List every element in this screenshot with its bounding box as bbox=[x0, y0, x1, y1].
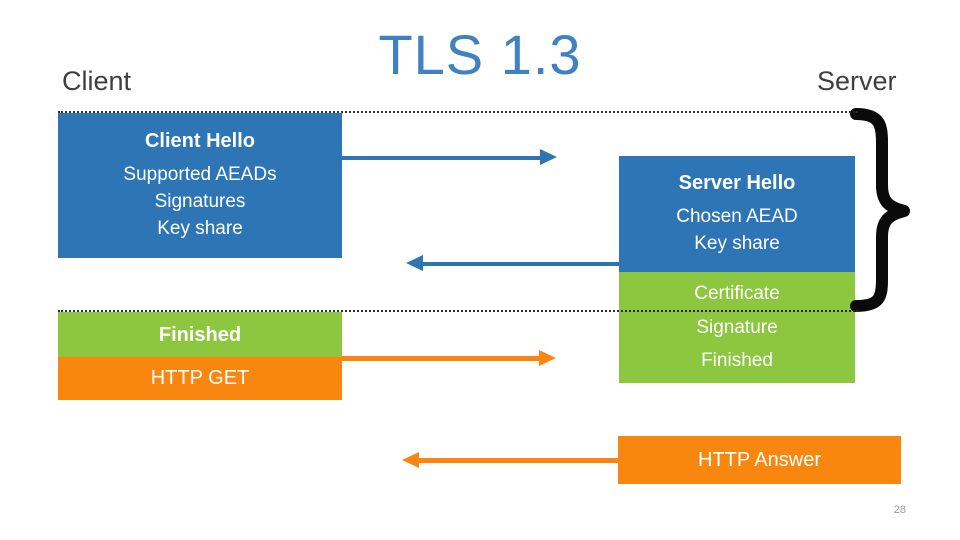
http-get-label: HTTP GET bbox=[150, 367, 250, 389]
http-answer-label: HTTP Answer bbox=[698, 448, 821, 471]
server-label: Server bbox=[817, 66, 897, 96]
http-answer-arrow-left-icon bbox=[402, 452, 618, 469]
http-answer-box: HTTP Answer bbox=[618, 436, 901, 484]
server-reply-arrow-left-icon bbox=[406, 255, 620, 272]
client-finished-box: Finished bbox=[58, 312, 342, 357]
client-hello-box: Client Hello Supported AEADs Signatures … bbox=[58, 113, 342, 258]
arrow-shaft bbox=[421, 261, 620, 266]
dotted-divider-top bbox=[58, 111, 858, 113]
http-get-arrow-right-icon bbox=[342, 350, 556, 367]
server-encrypted-box: Certificate Signature Finished bbox=[619, 272, 855, 383]
server-encrypted-line: Finished bbox=[701, 350, 773, 371]
arrow-head bbox=[540, 149, 557, 165]
server-encrypted-line: Signature bbox=[696, 316, 778, 338]
arrow-shaft bbox=[342, 356, 541, 361]
page-title: TLS 1.3 bbox=[378, 23, 582, 86]
server-hello-line: Key share bbox=[694, 233, 780, 254]
client-hello-line: Supported AEADs bbox=[123, 164, 277, 185]
arrow-shaft bbox=[341, 155, 542, 160]
client-label: Client bbox=[62, 66, 132, 96]
server-hello-title: Server Hello bbox=[678, 172, 796, 194]
dotted-divider-bottom bbox=[58, 310, 858, 312]
server-hello-line: Chosen AEAD bbox=[676, 206, 798, 227]
arrow-head bbox=[539, 350, 556, 366]
http-get-box: HTTP GET bbox=[58, 357, 342, 400]
arrow-head bbox=[406, 255, 423, 271]
client-hello-line: Key share bbox=[157, 218, 243, 239]
client-hello-line: Signatures bbox=[154, 191, 246, 212]
server-encrypted-line: Certificate bbox=[694, 283, 780, 304]
server-hello-box: Server Hello Chosen AEAD Key share bbox=[619, 156, 855, 272]
client-hello-arrow-right-icon bbox=[341, 149, 557, 166]
client-hello-title: Client Hello bbox=[144, 130, 255, 152]
arrow-shaft bbox=[417, 458, 618, 463]
client-finished-title: Finished bbox=[158, 323, 242, 346]
page-number: 28 bbox=[893, 504, 906, 516]
arrow-head bbox=[402, 452, 419, 468]
right-curly-brace-icon bbox=[850, 108, 910, 312]
